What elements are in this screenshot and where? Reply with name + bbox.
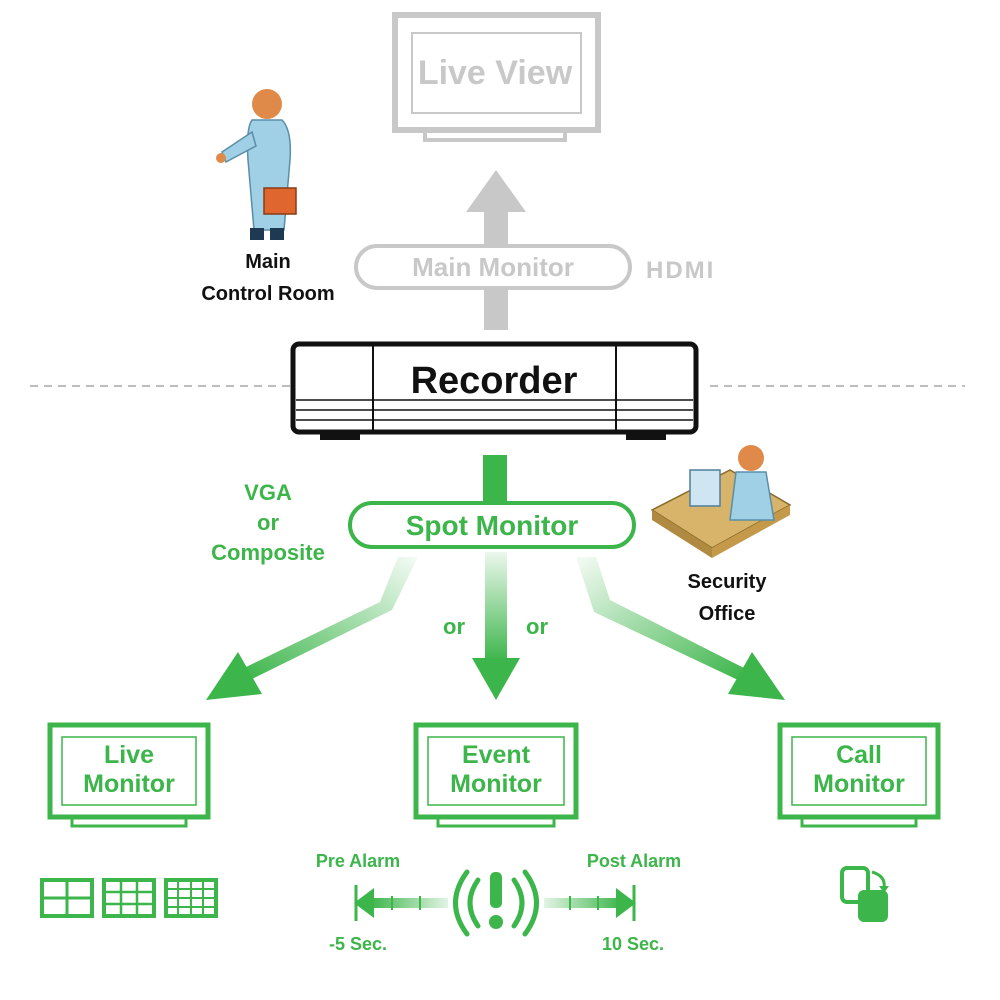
main-monitor-pill: Main Monitor [354,244,632,290]
vga-label-line2: or [257,510,279,535]
security-office-label-line1: Security [688,571,768,593]
arrow-to-event-monitor [472,552,520,700]
hdmi-logo: HDMI [646,257,715,284]
pre-alarm-arrow [354,885,448,921]
spot-monitor-label: Spot Monitor [406,510,579,541]
vga-label-line1: VGA [244,480,292,505]
main-monitor-label: Main Monitor [412,252,574,282]
call-monitor-label-line1: Call [836,741,882,769]
alarm-icon [453,869,539,937]
control-room-label-line2: Control Room [201,283,334,305]
recorder-label: Recorder [411,360,578,402]
post-alarm-time: 10 Sec. [602,934,664,954]
split-4-icon [40,878,94,918]
live-monitor-label-line2: Monitor [83,770,175,798]
event-monitor-label-line2: Monitor [450,770,542,798]
or-label-right: or [526,614,548,639]
split-9-icon [102,878,156,918]
control-room-label-line1: Main [245,251,291,273]
arrow-to-live-monitor [206,557,418,700]
spot-monitor-pill: Spot Monitor [348,501,636,549]
arrow-to-call-monitor [576,557,785,700]
spot-connector [483,455,507,505]
control-room-person-icon [216,89,297,240]
pre-alarm-time: -5 Sec. [329,934,387,954]
split-16-icon [164,878,218,918]
vga-label-line3: Composite [211,540,325,565]
or-label-left: or [443,614,465,639]
post-alarm-arrow [544,885,636,921]
live-monitor: Live Monitor [47,722,211,828]
live-monitor-label-line1: Live [104,741,154,769]
call-monitor: Call Monitor [777,722,941,828]
live-view-monitor: Live View [392,12,601,142]
event-monitor: Event Monitor [413,722,579,828]
recorder-box: Recorder [290,341,699,440]
call-monitor-label-line2: Monitor [813,770,905,798]
security-office-label-line2: Office [699,603,756,625]
call-switch-icon [840,866,889,922]
event-monitor-label-line1: Event [462,741,531,769]
security-office-icon [650,445,792,558]
post-alarm-label: Post Alarm [587,851,681,871]
pre-alarm-label: Pre Alarm [316,851,400,871]
live-view-label: Live View [418,54,573,92]
